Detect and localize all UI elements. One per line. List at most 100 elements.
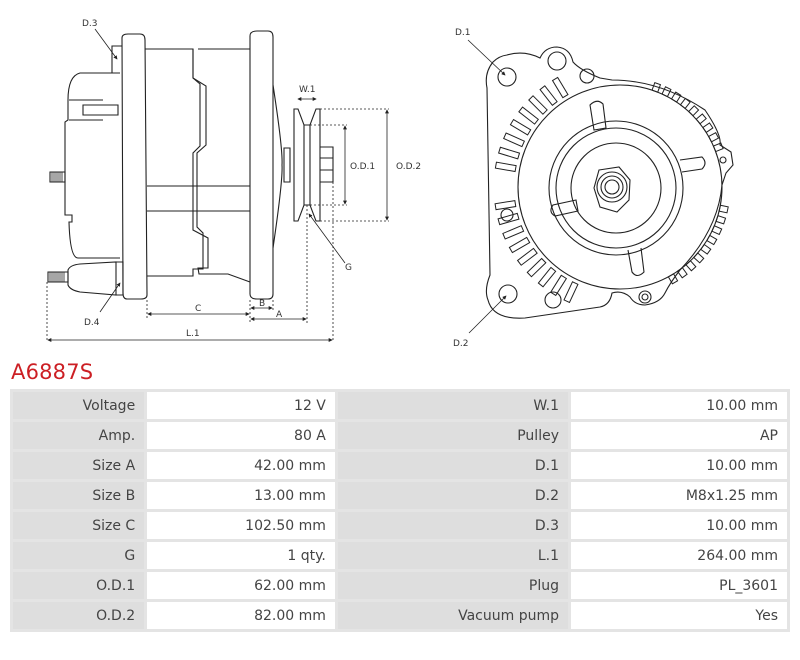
label-l1: L.1	[186, 329, 200, 339]
spec-value: 10.00 mm	[570, 392, 787, 419]
alternator-drawing-svg: D.3 D.4 W.1 O.D.1 O.D.2 G C B A L.1	[46, 19, 734, 349]
spec-value: 10.00 mm	[570, 452, 787, 479]
fin-slot	[502, 225, 525, 240]
stud-threads	[49, 172, 65, 282]
spec-label: Plug	[337, 572, 568, 599]
fin-slot	[494, 161, 517, 173]
fin-slot	[687, 105, 700, 117]
spec-label: D.1	[337, 452, 568, 479]
spec-value: 80 A	[147, 422, 335, 449]
fin-slot	[503, 132, 526, 148]
spec-value: PL_3601	[570, 572, 787, 599]
fin-slot	[702, 122, 714, 134]
fin-slot	[497, 212, 520, 226]
fin-slot	[651, 81, 662, 93]
front-leader-lines	[467, 39, 507, 334]
rear-cover	[64, 72, 120, 259]
spec-value: 264.00 mm	[570, 542, 787, 569]
fin-slot	[700, 243, 712, 255]
fin-slot	[670, 91, 682, 103]
d2-hole	[498, 284, 518, 304]
spec-label: Vacuum pump	[337, 602, 568, 629]
label-d2: D.2	[453, 339, 469, 349]
spec-value: 13.00 mm	[147, 482, 335, 509]
spec-label: O.D.2	[13, 602, 145, 629]
fin-slot	[516, 247, 538, 266]
fin-slot	[551, 76, 569, 99]
spec-label: O.D.1	[13, 572, 145, 599]
spec-value: AP	[570, 422, 787, 449]
label-d4: D.4	[84, 318, 100, 328]
fin-slot	[679, 97, 691, 110]
fin-slot	[715, 215, 727, 225]
spec-label: Size C	[13, 512, 145, 539]
spec-value: 102.50 mm	[147, 512, 335, 539]
fin-slot	[539, 85, 558, 107]
label-b: B	[259, 299, 265, 309]
spec-label: Pulley	[337, 422, 568, 449]
spec-value: 82.00 mm	[147, 602, 335, 629]
fin-slot	[563, 281, 579, 304]
fin-slot	[661, 86, 672, 98]
fin-slot	[706, 234, 718, 246]
dimension-lines	[46, 28, 389, 342]
rear-flange	[121, 33, 148, 300]
spec-label: D.2	[337, 482, 568, 509]
label-a: A	[276, 310, 283, 320]
housing-outline	[485, 46, 734, 319]
label-g: G	[345, 263, 352, 273]
fin-slot	[711, 225, 723, 236]
spec-label: Size A	[13, 452, 145, 479]
technical-drawing: D.3 D.4 W.1 O.D.1 O.D.2 G C B A L.1	[46, 19, 734, 349]
front-view	[485, 46, 734, 319]
fin-slot	[549, 274, 568, 297]
spec-value: 62.00 mm	[147, 572, 335, 599]
fin-slot	[667, 273, 679, 285]
spec-label: G	[13, 542, 145, 569]
fin-slot	[498, 146, 521, 160]
product-title: A6887S	[11, 360, 94, 384]
fin-slot	[685, 260, 697, 272]
label-w1: W.1	[299, 85, 315, 95]
fin-slot	[526, 257, 547, 278]
fin-slot	[718, 204, 729, 214]
cooling-fins	[494, 76, 729, 304]
spec-value: 1 qty.	[147, 542, 335, 569]
spec-value: 42.00 mm	[147, 452, 335, 479]
d1-hole	[497, 67, 517, 87]
fin-slot	[695, 113, 707, 125]
spec-label: L.1	[337, 542, 568, 569]
spec-value: M8x1.25 mm	[570, 482, 787, 509]
fin-slot	[528, 95, 548, 115]
label-d3: D.3	[82, 19, 98, 29]
label-od2: O.D.2	[396, 162, 421, 172]
fin-slot	[494, 200, 517, 211]
spec-label: Size B	[13, 482, 145, 509]
spec-label: Voltage	[13, 392, 145, 419]
hex-nut	[593, 166, 631, 213]
front-flange	[249, 30, 274, 300]
fin-slot	[518, 106, 540, 125]
label-d1: D.1	[455, 28, 471, 38]
fin-slot	[693, 252, 705, 264]
d4-plug	[67, 261, 117, 296]
side-view	[47, 30, 334, 300]
spec-label: Amp.	[13, 422, 145, 449]
fin-slot	[707, 132, 720, 143]
pulley	[293, 108, 321, 222]
fin-slot	[676, 267, 688, 279]
spec-value: 12 V	[147, 392, 335, 419]
spec-label: D.3	[337, 512, 568, 539]
spec-value: Yes	[570, 602, 787, 629]
fin-slot	[508, 236, 531, 254]
label-c: C	[195, 304, 201, 314]
fin-slot	[537, 266, 557, 288]
